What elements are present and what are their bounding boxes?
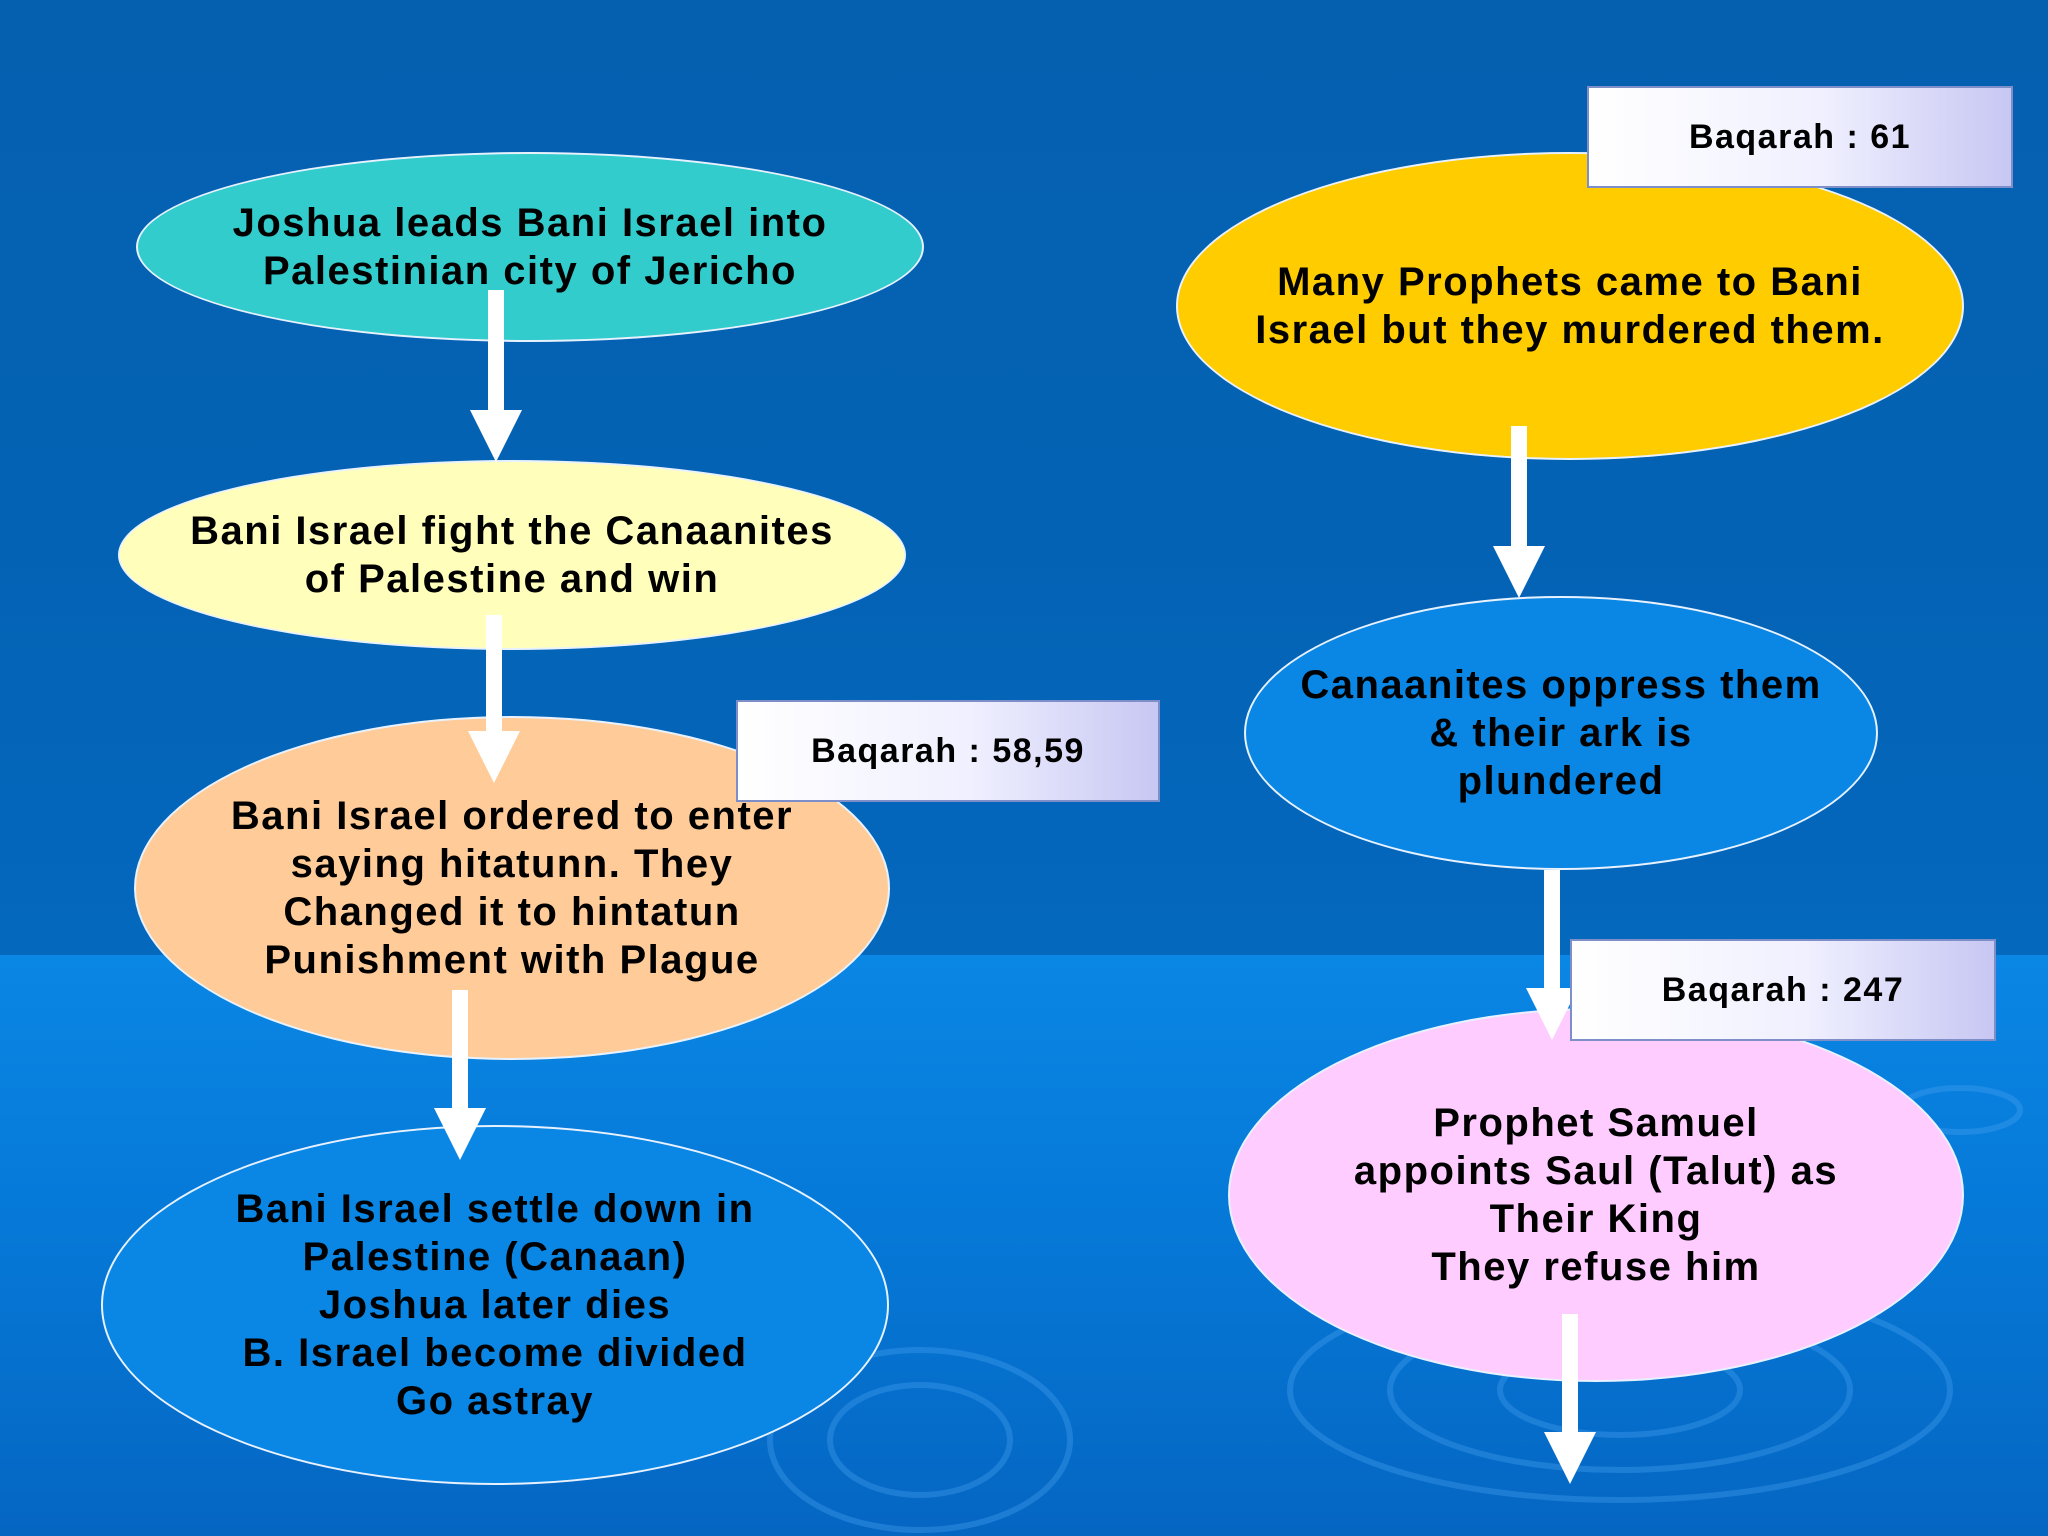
arrow-oppress-to-samuel — [1526, 870, 1578, 1040]
ref-baqarah-61: Baqarah : 61 — [1587, 86, 2013, 188]
ref-baqarah-247-text: Baqarah : 247 — [1661, 970, 1905, 1009]
node-jericho-text: Joshua leads Bani Israel into Palestinia… — [232, 201, 828, 293]
node-fight-canaanites: Bani Israel fight the Canaanites of Pale… — [118, 460, 906, 650]
ref-baqarah-61-text: Baqarah : 61 — [1688, 117, 1912, 156]
node-prophets-murdered: Many Prophets came to Bani Israel but th… — [1176, 152, 1964, 460]
node-samuel-saul-text: Prophet Samuel appoints Saul (Talut) as … — [1353, 1101, 1839, 1289]
node-settle-palestine-text: Bani Israel settle down in Palestine (Ca… — [235, 1187, 755, 1423]
ref-baqarah-58-59: Baqarah : 58,59 — [736, 700, 1160, 802]
node-samuel-saul: Prophet Samuel appoints Saul (Talut) as … — [1228, 1008, 1964, 1382]
node-settle-palestine: Bani Israel settle down in Palestine (Ca… — [101, 1125, 889, 1485]
arrow-prophets-to-oppress — [1493, 426, 1545, 598]
arrow-jericho-to-fight — [470, 290, 522, 462]
node-jericho: Joshua leads Bani Israel into Palestinia… — [136, 152, 924, 342]
ref-baqarah-58-59-text: Baqarah : 58,59 — [811, 731, 1085, 770]
arrow-hitatunn-to-settle — [434, 990, 486, 1160]
ref-baqarah-247: Baqarah : 247 — [1570, 939, 1996, 1041]
node-canaanites-oppress: Canaanites oppress them & their ark is p… — [1244, 596, 1878, 870]
node-fight-canaanites-text: Bani Israel fight the Canaanites of Pale… — [190, 509, 834, 601]
arrow-samuel-continues — [1544, 1314, 1596, 1484]
node-canaanites-oppress-text: Canaanites oppress them & their ark is p… — [1300, 663, 1822, 803]
arrow-fight-to-hitatunn — [468, 615, 520, 783]
node-prophets-murdered-text: Many Prophets came to Bani Israel but th… — [1255, 260, 1885, 352]
node-hitatunn-text: Bani Israel ordered to enter saying hita… — [230, 794, 794, 982]
